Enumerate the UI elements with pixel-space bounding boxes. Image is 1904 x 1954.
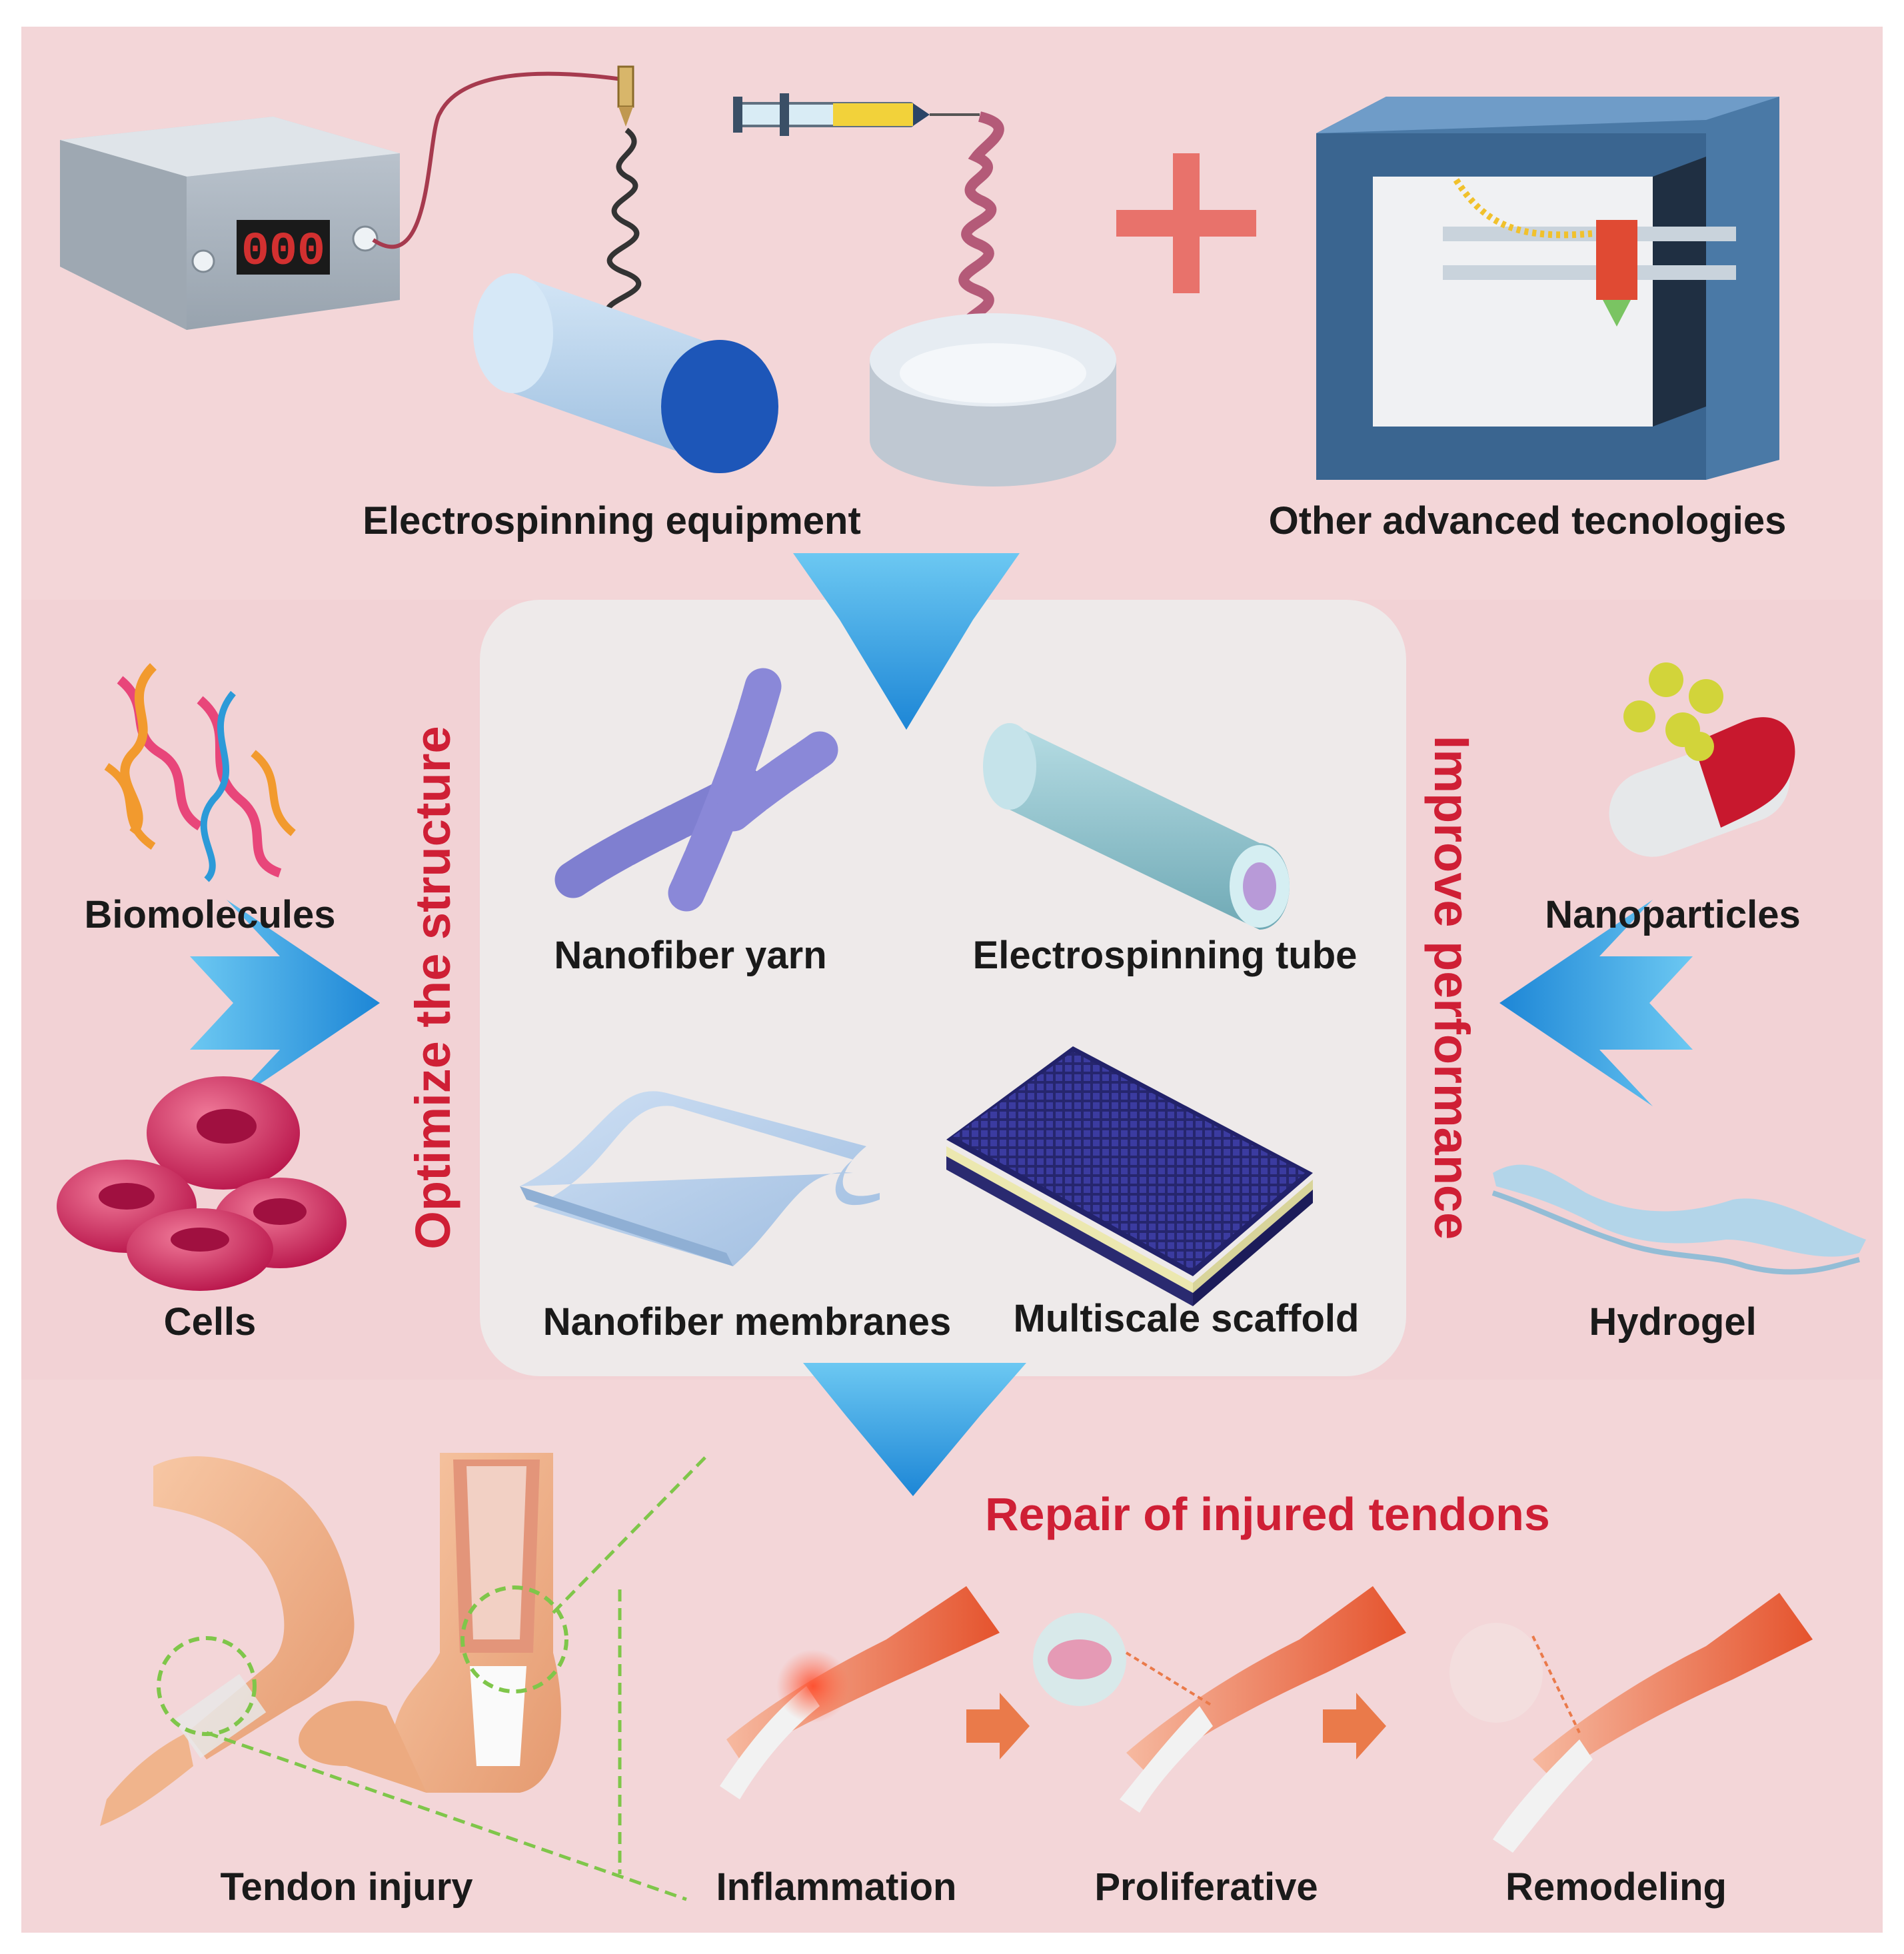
proliferative-stage: [1033, 1586, 1406, 1813]
nanoparticle-capsule: [1609, 662, 1795, 857]
label-optimize-structure: Optimize the structure: [405, 726, 461, 1250]
left-inward-arrow: [190, 900, 380, 1106]
label-hydrogel: Hydrogel: [1589, 1300, 1757, 1344]
top-down-arrow: [793, 553, 1020, 730]
power-supply-box: 000: [60, 117, 400, 330]
remodeling-stage: [1449, 1593, 1813, 1853]
3d-printer: [1316, 97, 1779, 480]
center-down-arrow: [803, 1363, 1026, 1496]
rotating-collector-drum: [473, 273, 778, 473]
dna-helix-cluster: [104, 663, 296, 882]
power-cable: [372, 71, 627, 249]
disk-collector: [870, 313, 1116, 487]
label-biomolecules: Biomolecules: [84, 893, 336, 936]
label-nanofiber-membranes: Nanofiber membranes: [542, 1300, 952, 1344]
multiscale-scaffold-icon: [946, 1046, 1313, 1306]
ankle-illustration: [299, 1453, 561, 1793]
label-repair-title: Repair of injured tendons: [985, 1488, 1550, 1540]
nanofiber-yarn-icon: [554, 668, 838, 912]
inflammation-stage: [720, 1586, 1000, 1799]
label-improve-performance: Improve performance: [1424, 735, 1479, 1240]
label-nanofiber-yarn: Nanofiber yarn: [554, 934, 827, 977]
nanofiber-membrane-icon: [520, 1091, 880, 1266]
label-inflammation: Inflammation: [716, 1865, 957, 1909]
syringe: [733, 93, 980, 136]
label-proliferative: Proliferative: [1094, 1865, 1318, 1909]
right-inward-arrow: [1499, 900, 1693, 1106]
label-electrospinning-tube: Electrospinning tube: [972, 934, 1358, 977]
spinneret-nozzle: [617, 65, 634, 127]
center-panel: [480, 600, 1406, 1376]
label-tendon-injury: Tendon injury: [220, 1865, 473, 1909]
label-nanoparticles: Nanoparticles: [1545, 893, 1801, 936]
power-supply-readout: 000: [241, 226, 325, 279]
arm-illustration: [100, 1456, 355, 1826]
red-blood-cells: [57, 1076, 347, 1291]
label-multiscale-scaffold: Multiscale scaffold: [1013, 1297, 1360, 1340]
label-electrospinning-equipment: Electrospinning equipment: [363, 499, 861, 542]
ankle-injury-highlight: [461, 1585, 568, 1693]
label-cells: Cells: [163, 1300, 257, 1344]
label-remodeling: Remodeling: [1505, 1865, 1727, 1909]
fiber-jet-spiral-dark: [604, 127, 642, 326]
electrospinning-tube-icon: [983, 723, 1290, 930]
plus-sign: [1116, 153, 1256, 293]
zoom-guide-lines: [206, 1455, 708, 1901]
label-other-technologies: Other advanced tecnologies: [1268, 499, 1787, 542]
hydrogel-sheet: [1491, 1164, 1866, 1275]
stage-arrow-1: [966, 1693, 1030, 1759]
stage-arrow-2: [1323, 1693, 1386, 1759]
